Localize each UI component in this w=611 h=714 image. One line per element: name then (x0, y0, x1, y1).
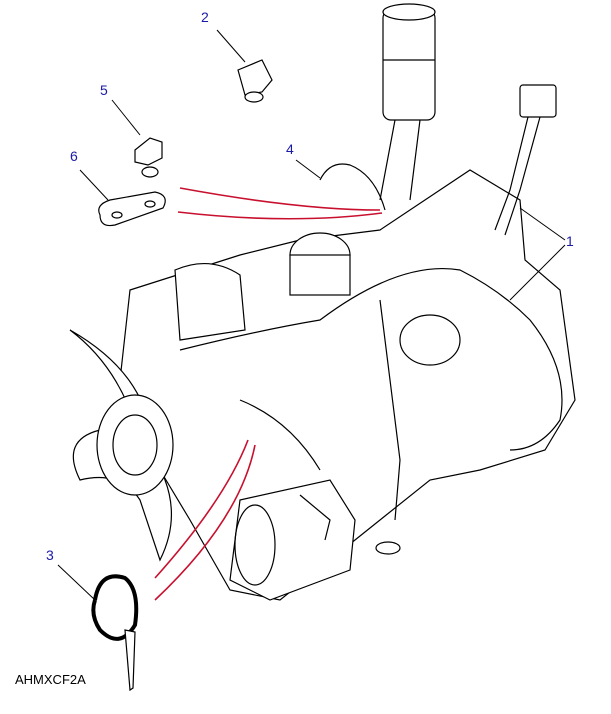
harness-clip-part (237, 59, 273, 96)
callout-5: 5 (100, 82, 108, 98)
callout-2: 2 (201, 9, 209, 25)
connector-plug (519, 84, 557, 118)
callout-1: 1 (566, 233, 574, 249)
alternator (229, 479, 356, 601)
thermostat-housing (174, 262, 246, 341)
p-clip-part (134, 137, 163, 166)
dipstick-seal (375, 541, 401, 555)
ignition-coil (382, 9, 436, 121)
wire-loop-part (319, 163, 386, 211)
callout-3: 3 (46, 547, 54, 563)
distributor (399, 314, 461, 366)
diagram-reference-code: AHMXCF2A (15, 672, 86, 687)
callout-6: 6 (70, 148, 78, 164)
mounting-plate-part (98, 191, 166, 227)
cable-tie-part (91, 574, 139, 641)
callout-4: 4 (286, 141, 294, 157)
highlight-line (179, 187, 381, 211)
fan-pulley (96, 394, 174, 496)
wiring-harness (179, 267, 563, 451)
